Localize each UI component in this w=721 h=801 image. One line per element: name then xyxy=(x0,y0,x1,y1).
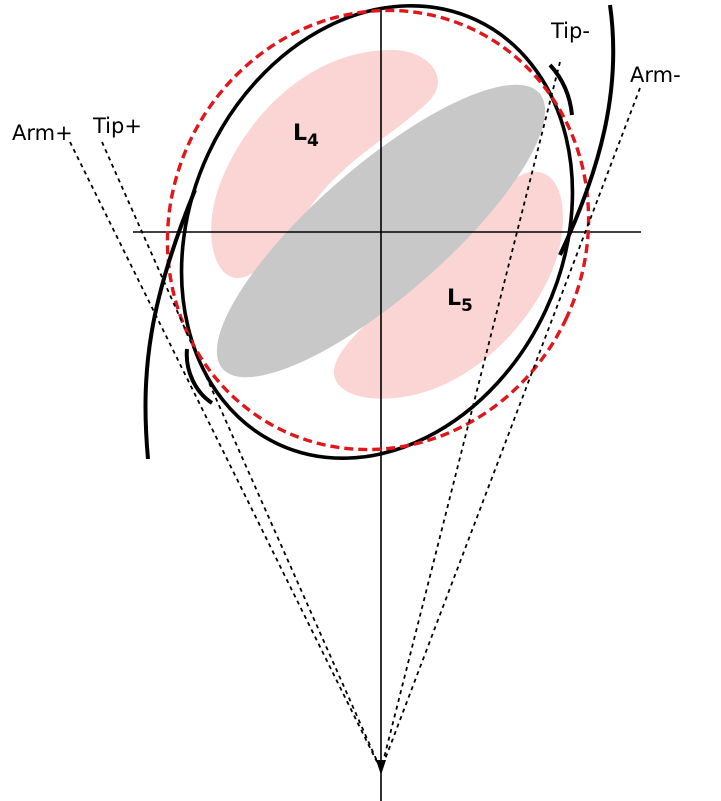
label-l4-sub: 4 xyxy=(307,131,319,151)
tip-minus-line xyxy=(380,61,561,771)
arm-minus-line xyxy=(380,87,641,771)
inner-arc-right xyxy=(548,63,574,116)
region-l5 xyxy=(333,171,563,399)
label-tip-plus: Tip+ xyxy=(92,114,142,138)
boundary-ellipse xyxy=(179,4,575,460)
outer-arc-left xyxy=(143,189,197,460)
label-l4: L4 xyxy=(293,121,319,151)
outer-arc-right xyxy=(558,4,616,256)
label-arm-minus: Arm- xyxy=(630,63,681,87)
label-l5-main: L xyxy=(447,286,461,311)
label-l5: L5 xyxy=(447,286,473,316)
label-l4-main: L xyxy=(293,121,307,146)
label-tip-minus: Tip- xyxy=(550,19,590,43)
label-l5-sub: 5 xyxy=(461,296,473,316)
vertex-arrowhead xyxy=(376,760,386,775)
inner-arc-left xyxy=(184,348,214,405)
construction-lines xyxy=(69,61,641,771)
label-arm-plus: Arm+ xyxy=(12,121,73,145)
fitted-dashed-ellipse xyxy=(165,8,591,452)
tip-plus-line xyxy=(101,141,382,771)
